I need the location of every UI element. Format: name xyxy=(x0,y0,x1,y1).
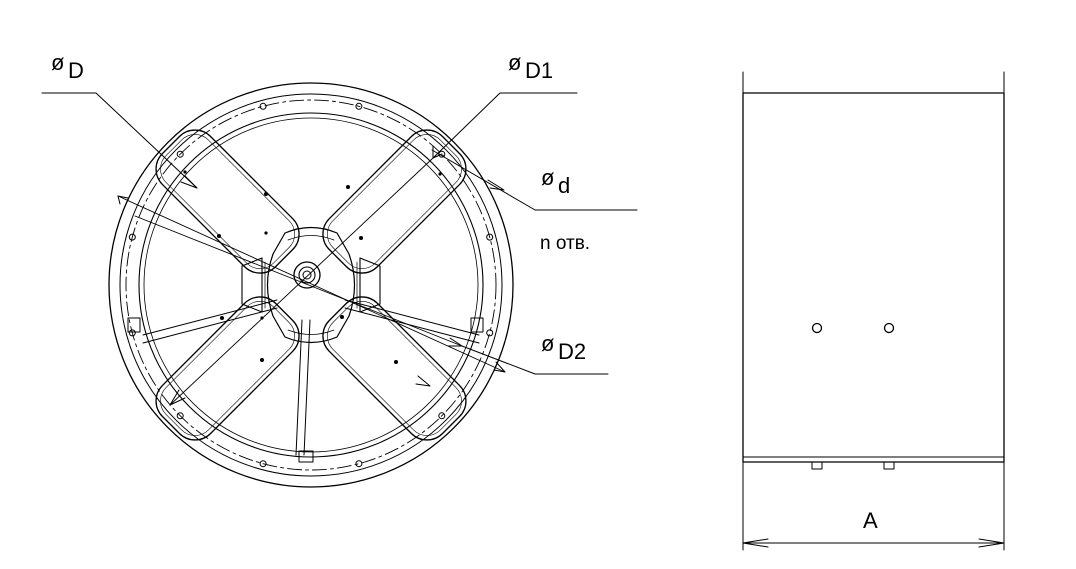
label-hole-count: n отв. xyxy=(540,233,590,254)
bolt-hole xyxy=(355,102,363,110)
bolt-hole xyxy=(486,329,494,337)
svg-text:ø: ø xyxy=(541,331,554,356)
svg-text:D: D xyxy=(68,58,84,83)
bolt-hole xyxy=(128,329,136,337)
svg-text:ø: ø xyxy=(541,165,554,190)
motor-support-struts xyxy=(127,299,484,463)
housing-inner-ring-2 xyxy=(143,117,479,453)
bolt-hole xyxy=(438,412,446,420)
bolt-circle xyxy=(125,99,497,471)
svg-text:D1: D1 xyxy=(525,58,553,83)
bolt-hole xyxy=(128,233,136,241)
side-bolt-left xyxy=(811,322,823,334)
svg-text:d: d xyxy=(558,173,570,198)
label-outer-diameter: ø D xyxy=(51,50,84,83)
svg-text:D2: D2 xyxy=(558,339,586,364)
housing-inner-ring xyxy=(138,112,484,458)
side-bolt-right xyxy=(883,322,895,334)
svg-text:ø: ø xyxy=(51,50,64,75)
bolt-holes xyxy=(128,102,494,468)
bolt-hole xyxy=(486,233,494,241)
label-diameter-d1: ø D1 xyxy=(508,50,553,83)
bolt-hole xyxy=(176,412,184,420)
impeller-blades xyxy=(155,129,467,441)
outer-flange-ring xyxy=(108,82,514,488)
bolt-hole xyxy=(259,102,267,110)
impeller-hub xyxy=(241,226,381,344)
front-view: ø D ø D1 ø d n отв. ø D2 xyxy=(41,50,638,488)
label-length-a: A xyxy=(863,508,878,533)
bolt-hole xyxy=(259,460,267,468)
side-view: A xyxy=(742,71,1005,551)
dimension-lines xyxy=(41,92,638,406)
svg-text:ø: ø xyxy=(508,50,521,75)
inner-flange-ring xyxy=(119,93,503,477)
label-diameter-d2: ø D2 xyxy=(541,331,586,364)
label-hole-diameter: ø d xyxy=(541,165,570,198)
bolt-hole xyxy=(176,150,184,158)
bolt-hole xyxy=(355,460,363,468)
housing-side-outline xyxy=(742,92,1005,463)
